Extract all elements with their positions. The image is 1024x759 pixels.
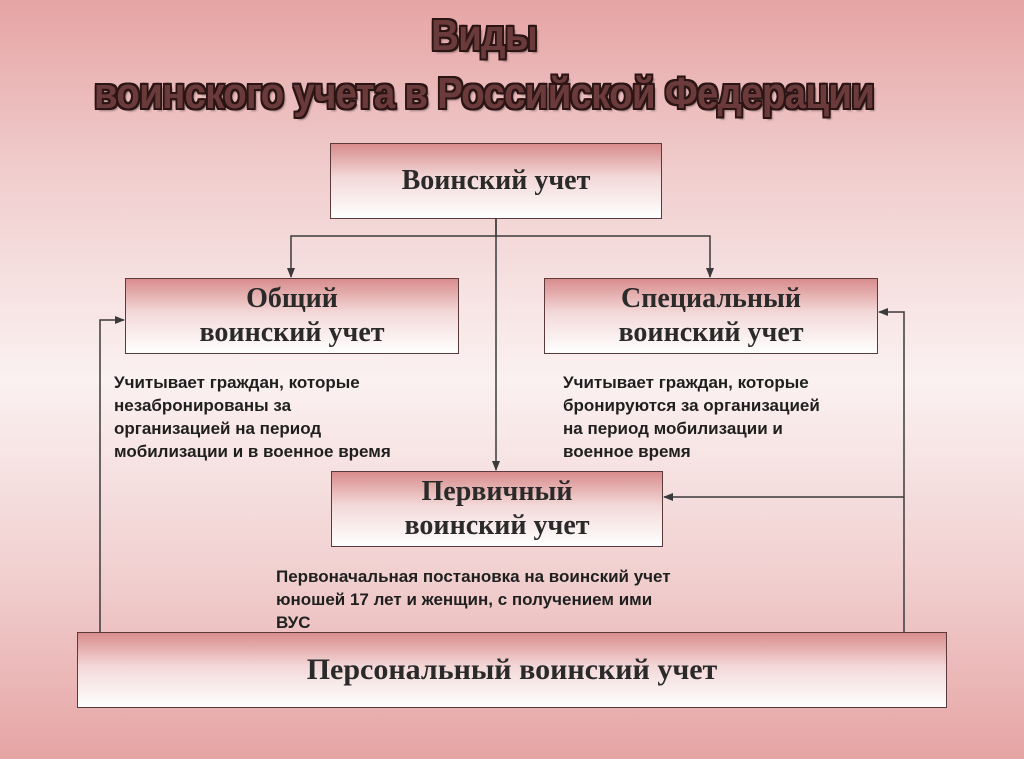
box-personal-registration: Персональный воинский учет	[77, 632, 947, 708]
box-primary-registration-label: Первичный воинский учет	[404, 476, 590, 541]
slide-title-line-2: воинского учета в Российской Федерации	[93, 69, 875, 118]
primary-registration-description: Первоначальная постановка на воинский уч…	[276, 567, 671, 632]
arrow-personal-to-special	[878, 308, 905, 632]
arrow-root-to-general	[287, 219, 497, 278]
box-general-registration-label: Общий воинский учет	[199, 283, 385, 348]
box-military-registration: Воинский учет	[330, 143, 662, 219]
box-special-registration: Специальный воинский учет	[544, 278, 878, 354]
box-military-registration-label: Воинский учет	[401, 165, 591, 197]
general-registration-description: Учитывает граждан, которые незабронирова…	[114, 373, 391, 461]
arrow-root-to-special	[496, 235, 714, 278]
box-special-registration-label: Специальный воинский учет	[618, 283, 804, 348]
arrow-personal-to-general	[99, 316, 125, 632]
box-personal-registration-label: Персональный воинский учет	[306, 653, 718, 686]
box-general-registration: Общий воинский учет	[125, 278, 459, 354]
special-registration-description: Учитывает граждан, которые бронируются з…	[563, 373, 820, 461]
box-primary-registration: Первичный воинский учет	[331, 471, 663, 547]
slide-title-line-1: Виды	[431, 11, 538, 60]
